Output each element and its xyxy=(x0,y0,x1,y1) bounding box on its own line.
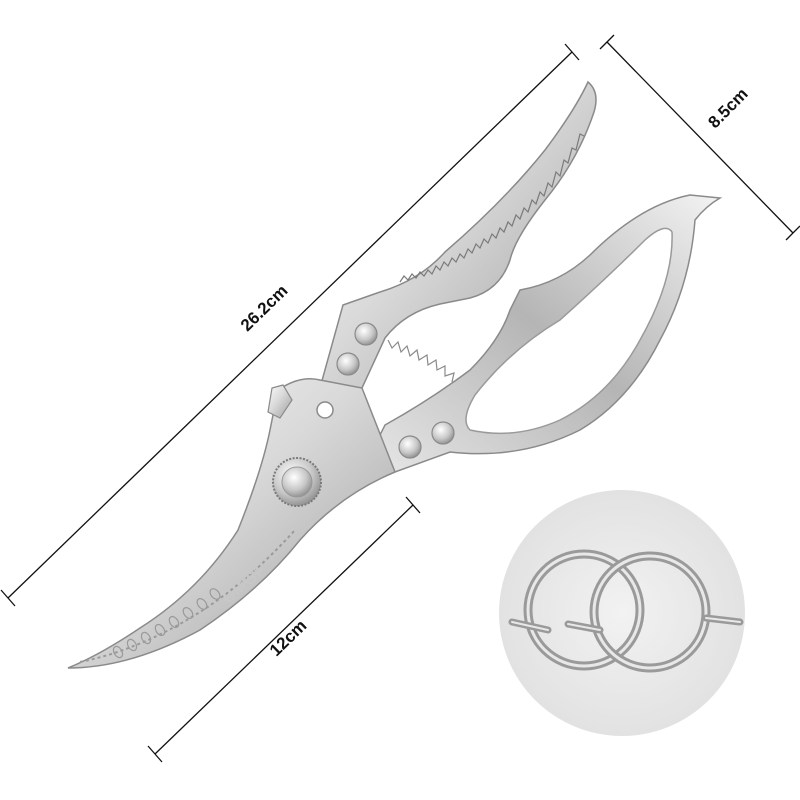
pivot-hole xyxy=(316,401,334,419)
rivet-upper-2 xyxy=(336,352,360,376)
inset-background xyxy=(499,490,745,736)
dimension-blade-length-label: 12cm xyxy=(266,616,310,660)
loop-opening xyxy=(465,227,673,435)
spring-loop-icon xyxy=(508,549,744,673)
pivot-screw-cap xyxy=(281,466,313,498)
spring-detail-inset xyxy=(499,490,745,736)
dimension-handle-width-label: 8.5cm xyxy=(704,84,751,132)
spine-serration xyxy=(399,133,585,283)
gripping-teeth xyxy=(387,339,455,383)
safety-latch xyxy=(267,384,293,419)
blade xyxy=(67,378,396,669)
upper-handle-arm xyxy=(316,80,597,396)
rivet-upper-1 xyxy=(354,322,378,346)
blade-perforations xyxy=(112,588,221,659)
dimension-total-length-label: 26.2cm xyxy=(237,281,292,335)
rivet-lower-2 xyxy=(431,421,455,445)
blade-serrated-edge xyxy=(79,529,296,663)
rivet-lower-1 xyxy=(398,435,422,459)
